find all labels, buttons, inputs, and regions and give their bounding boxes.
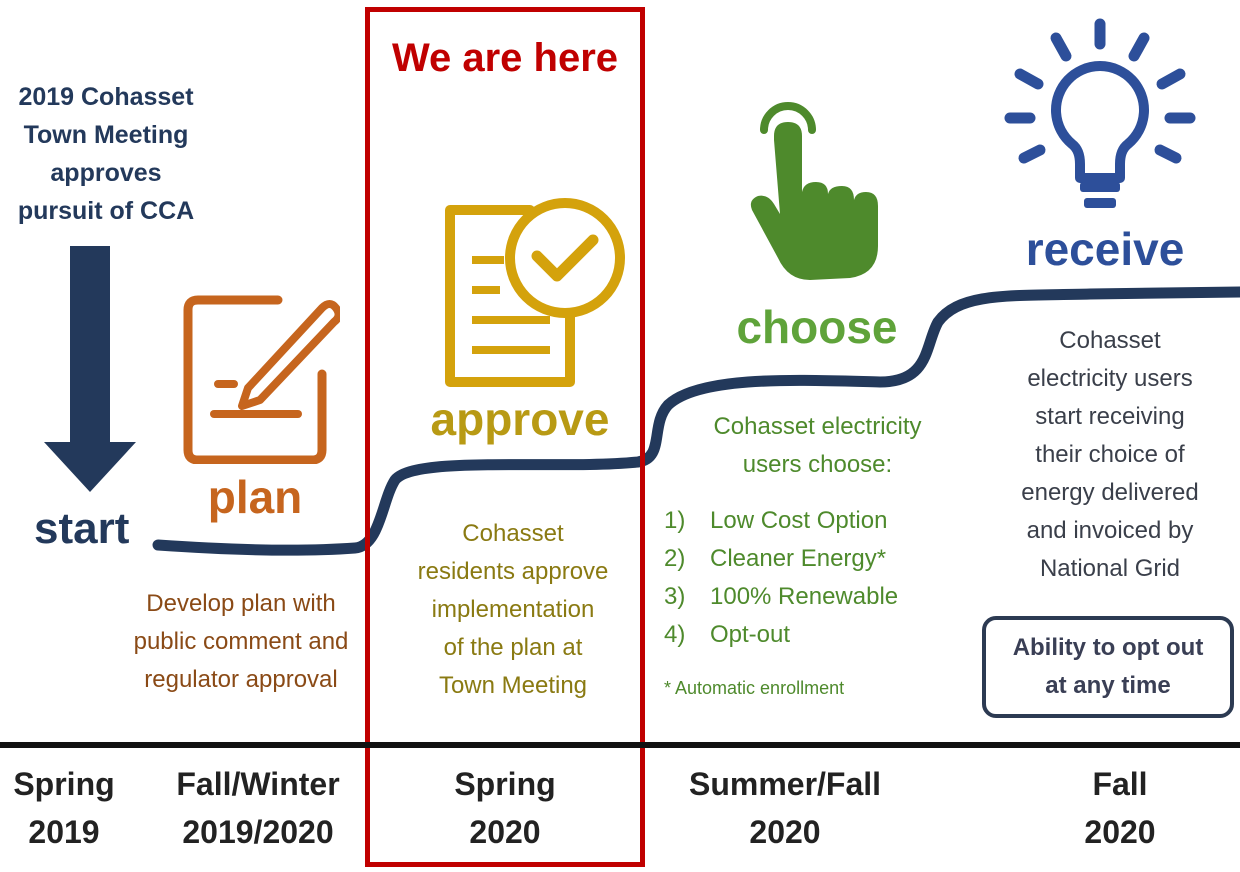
start-intro-text: 2019 Cohasset Town Meeting approves purs… xyxy=(0,78,212,230)
timeline-season: Spring xyxy=(454,766,556,802)
receive-desc-line: National Grid xyxy=(1039,555,1181,582)
pencil-notepad-icon xyxy=(183,295,340,464)
timeline-season: Summer/Fall xyxy=(688,766,882,802)
start-intro-line: approves xyxy=(50,159,162,187)
down-arrow-icon xyxy=(44,246,136,492)
timeline-label: Spring 2019 xyxy=(0,760,128,856)
choice-option: 2) Cleaner Energy* xyxy=(664,540,964,578)
step-label-approve: approve xyxy=(430,393,610,445)
timeline-year: 2019 xyxy=(28,814,100,850)
plan-description: Develop plan with public comment and reg… xyxy=(110,585,372,699)
choice-options-list: 1) Low Cost Option 2) Cleaner Energy* 3)… xyxy=(664,502,964,654)
timeline-season: Fall xyxy=(1092,766,1148,802)
opt-out-line: Ability to opt out xyxy=(1012,634,1204,661)
step-label-receive: receive xyxy=(1025,223,1185,275)
approve-desc-line: of the plan at xyxy=(443,634,583,661)
timeline-year: 2019/2020 xyxy=(182,814,334,850)
choice-option-number: 1) xyxy=(664,507,686,534)
timeline-season: Spring xyxy=(13,766,115,802)
timeline-year: 2020 xyxy=(1084,814,1156,850)
start-intro-line: 2019 Cohasset xyxy=(18,83,194,111)
receive-desc-line: energy delivered xyxy=(1021,479,1199,506)
timeline-season: Fall/Winter xyxy=(176,766,340,802)
choice-option-number: 3) xyxy=(664,583,686,610)
choice-option-text: Low Cost Option xyxy=(710,507,888,534)
choose-description: Cohasset electricity users choose: xyxy=(680,408,955,484)
lightbulb-icon xyxy=(1004,18,1196,208)
choice-option-text: 100% Renewable xyxy=(710,583,899,610)
choice-option: 4) Opt-out xyxy=(664,616,964,654)
timeline-label: Fall 2020 xyxy=(1020,760,1220,856)
timeline-label: Spring 2020 xyxy=(400,760,610,856)
timeline-axis xyxy=(0,742,1240,748)
receive-description: Cohasset electricity users start receivi… xyxy=(990,322,1230,588)
step-label-choose: choose xyxy=(736,301,898,353)
receive-desc-line: their choice of xyxy=(1035,441,1185,468)
timeline-label: Fall/Winter 2019/2020 xyxy=(148,760,368,856)
choice-option: 3) 100% Renewable xyxy=(664,578,964,616)
opt-out-callout: Ability to opt out at any time xyxy=(982,616,1234,718)
receive-desc-line: and invoiced by xyxy=(1026,517,1194,544)
receive-desc-line: start receiving xyxy=(1035,403,1185,430)
choose-desc-line: users choose: xyxy=(742,451,893,478)
approve-desc-line: residents approve xyxy=(417,558,609,585)
timeline-label: Summer/Fall 2020 xyxy=(660,760,910,856)
step-label-plan: plan xyxy=(207,471,303,523)
approve-description: Cohasset residents approve implementatio… xyxy=(380,515,646,705)
choice-option-text: Cleaner Energy* xyxy=(710,545,887,572)
choice-option-number: 4) xyxy=(664,621,686,648)
enrollment-footnote: * Automatic enrollment xyxy=(664,678,845,698)
plan-desc-line: Develop plan with xyxy=(146,590,336,617)
we-are-here-label: We are here xyxy=(391,36,619,80)
receive-desc-line: electricity users xyxy=(1027,365,1193,392)
approve-desc-line: Town Meeting xyxy=(438,672,588,699)
plan-desc-line: regulator approval xyxy=(144,666,338,693)
plan-desc-line: public comment and xyxy=(133,628,349,655)
choice-option: 1) Low Cost Option xyxy=(664,502,964,540)
choice-option-text: Opt-out xyxy=(710,621,791,648)
choose-desc-line: Cohasset electricity xyxy=(713,413,922,440)
opt-out-line: at any time xyxy=(1045,672,1171,699)
start-intro-line: pursuit of CCA xyxy=(17,197,195,225)
approve-desc-line: Cohasset xyxy=(462,520,564,547)
step-label-start: start xyxy=(34,504,130,553)
timeline-year: 2020 xyxy=(469,814,541,850)
start-intro-line: Town Meeting xyxy=(23,121,189,149)
timeline-year: 2020 xyxy=(749,814,821,850)
approve-desc-line: implementation xyxy=(431,596,595,623)
choice-option-number: 2) xyxy=(664,545,686,572)
current-stage-highlight xyxy=(365,7,645,867)
pointing-hand-icon xyxy=(750,102,878,280)
document-checkmark-icon xyxy=(445,198,625,387)
receive-desc-line: Cohasset xyxy=(1059,327,1161,354)
